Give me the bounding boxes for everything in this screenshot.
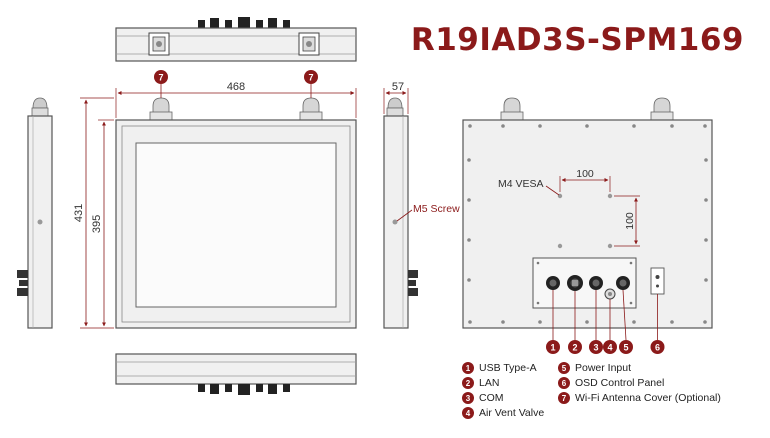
screw-hole [632, 124, 636, 128]
screw-hole [501, 124, 505, 128]
screw-hole [704, 198, 708, 202]
screw-hole [538, 320, 542, 324]
screw-hole [467, 158, 471, 162]
legend-text: USB Type-A [479, 362, 537, 374]
screw-hole [704, 278, 708, 282]
callout-1: 1 [546, 290, 560, 354]
callout-6: 6 [650, 294, 665, 354]
legend-item-5: 5 Power Input [558, 362, 631, 374]
com-port [589, 276, 603, 290]
screw-hole [468, 320, 472, 324]
screw-hole [585, 124, 589, 128]
screw-hole [501, 320, 505, 324]
legend-item-4: 4 Air Vent Valve [462, 407, 544, 419]
screw-hole [467, 238, 471, 242]
left-side-view [17, 97, 53, 329]
legend-text: OSD Control Panel [575, 377, 665, 389]
callout-4: 4 [603, 299, 617, 354]
screw-hole [632, 320, 636, 324]
width-dimension: 468 [115, 81, 357, 118]
port-callouts: 1 2 3 4 5 6 [546, 289, 665, 354]
screw-hole [670, 320, 674, 324]
screw-hole [704, 158, 708, 162]
io-panel [532, 257, 637, 309]
legend-text: Air Vent Valve [479, 407, 545, 419]
legend-item-3: 3 COM [462, 392, 504, 404]
legend-number: 2 [462, 377, 474, 389]
legend-text: Power Input [575, 362, 632, 374]
screw-hole [670, 124, 674, 128]
svg-text:3: 3 [593, 343, 598, 353]
svg-text:7: 7 [158, 73, 163, 83]
callout-antenna-left: 7 [154, 70, 168, 98]
callout-2: 2 [568, 291, 582, 354]
legend-item-6: 6 OSD Control Panel [558, 377, 664, 389]
legend-number: 6 [558, 377, 570, 389]
air-vent-valve [604, 288, 616, 300]
right-side-view [383, 97, 418, 329]
legend-number: 1 [462, 362, 474, 374]
height-inner-label: 395 [91, 215, 103, 233]
svg-text:1: 1 [550, 343, 555, 353]
vesa-holes [557, 193, 613, 249]
legend-item-2: 2 LAN [462, 377, 499, 389]
svg-text:6: 6 [655, 343, 660, 353]
screw-hole [703, 124, 707, 128]
power-input [616, 276, 630, 290]
legend-text: Wi-Fi Antenna Cover (Optional) [575, 392, 721, 404]
screw-hole [704, 238, 708, 242]
screw-callout: M5 Screw [396, 203, 460, 222]
legend-number: 5 [558, 362, 570, 374]
legend-text: LAN [479, 377, 500, 389]
screw-hole [467, 278, 471, 282]
svg-text:4: 4 [607, 343, 612, 353]
vesa-h-label: 100 [576, 168, 594, 180]
front-view [115, 97, 357, 329]
legend-number: 4 [462, 407, 474, 419]
top-antenna-left [148, 32, 170, 56]
callout-5: 5 [619, 289, 633, 354]
usb-port [546, 276, 560, 290]
vesa-v-dimension: 100 [614, 195, 640, 247]
legend-number: 7 [558, 392, 570, 404]
width-label: 468 [227, 81, 245, 93]
height-inner-dimension: 395 [91, 119, 114, 327]
screw-hole [538, 124, 542, 128]
product-title: R19IAD3S-SPM169 [410, 22, 744, 58]
rear-perimeter-screws [467, 124, 708, 324]
height-outer-dimension: 431 [73, 97, 114, 329]
svg-text:5: 5 [623, 343, 628, 353]
vesa-v-label: 100 [624, 212, 636, 230]
legend-item-1: 1 USB Type-A [462, 362, 537, 374]
screw-hole [468, 124, 472, 128]
screw-hole [703, 320, 707, 324]
screw-hole [585, 320, 589, 324]
legend-item-7: 7 Wi-Fi Antenna Cover (Optional) [558, 392, 721, 404]
vesa-label: M4 VESA [498, 178, 544, 190]
depth-dimension: 57 [383, 81, 409, 114]
bottom-view [115, 353, 357, 395]
legend-text: COM [479, 392, 504, 404]
lan-port [567, 275, 583, 291]
top-antenna-right [298, 32, 320, 56]
rear-view [462, 97, 713, 329]
vesa-h-dimension: 100 [559, 168, 611, 192]
depth-label: 57 [392, 81, 404, 93]
height-outer-label: 431 [73, 204, 85, 222]
top-view [115, 17, 357, 62]
vesa-callout: M4 VESA [498, 178, 560, 196]
screw-label: M5 Screw [413, 203, 460, 215]
callout-3: 3 [589, 290, 603, 354]
callout-antenna-right: 7 [304, 70, 318, 98]
legend-number: 3 [462, 392, 474, 404]
front-antenna-left [149, 97, 173, 121]
osd-control-panel [650, 267, 665, 295]
front-antenna-right [299, 97, 323, 121]
screw-hole [467, 198, 471, 202]
svg-text:7: 7 [308, 73, 313, 83]
svg-text:2: 2 [572, 343, 577, 353]
